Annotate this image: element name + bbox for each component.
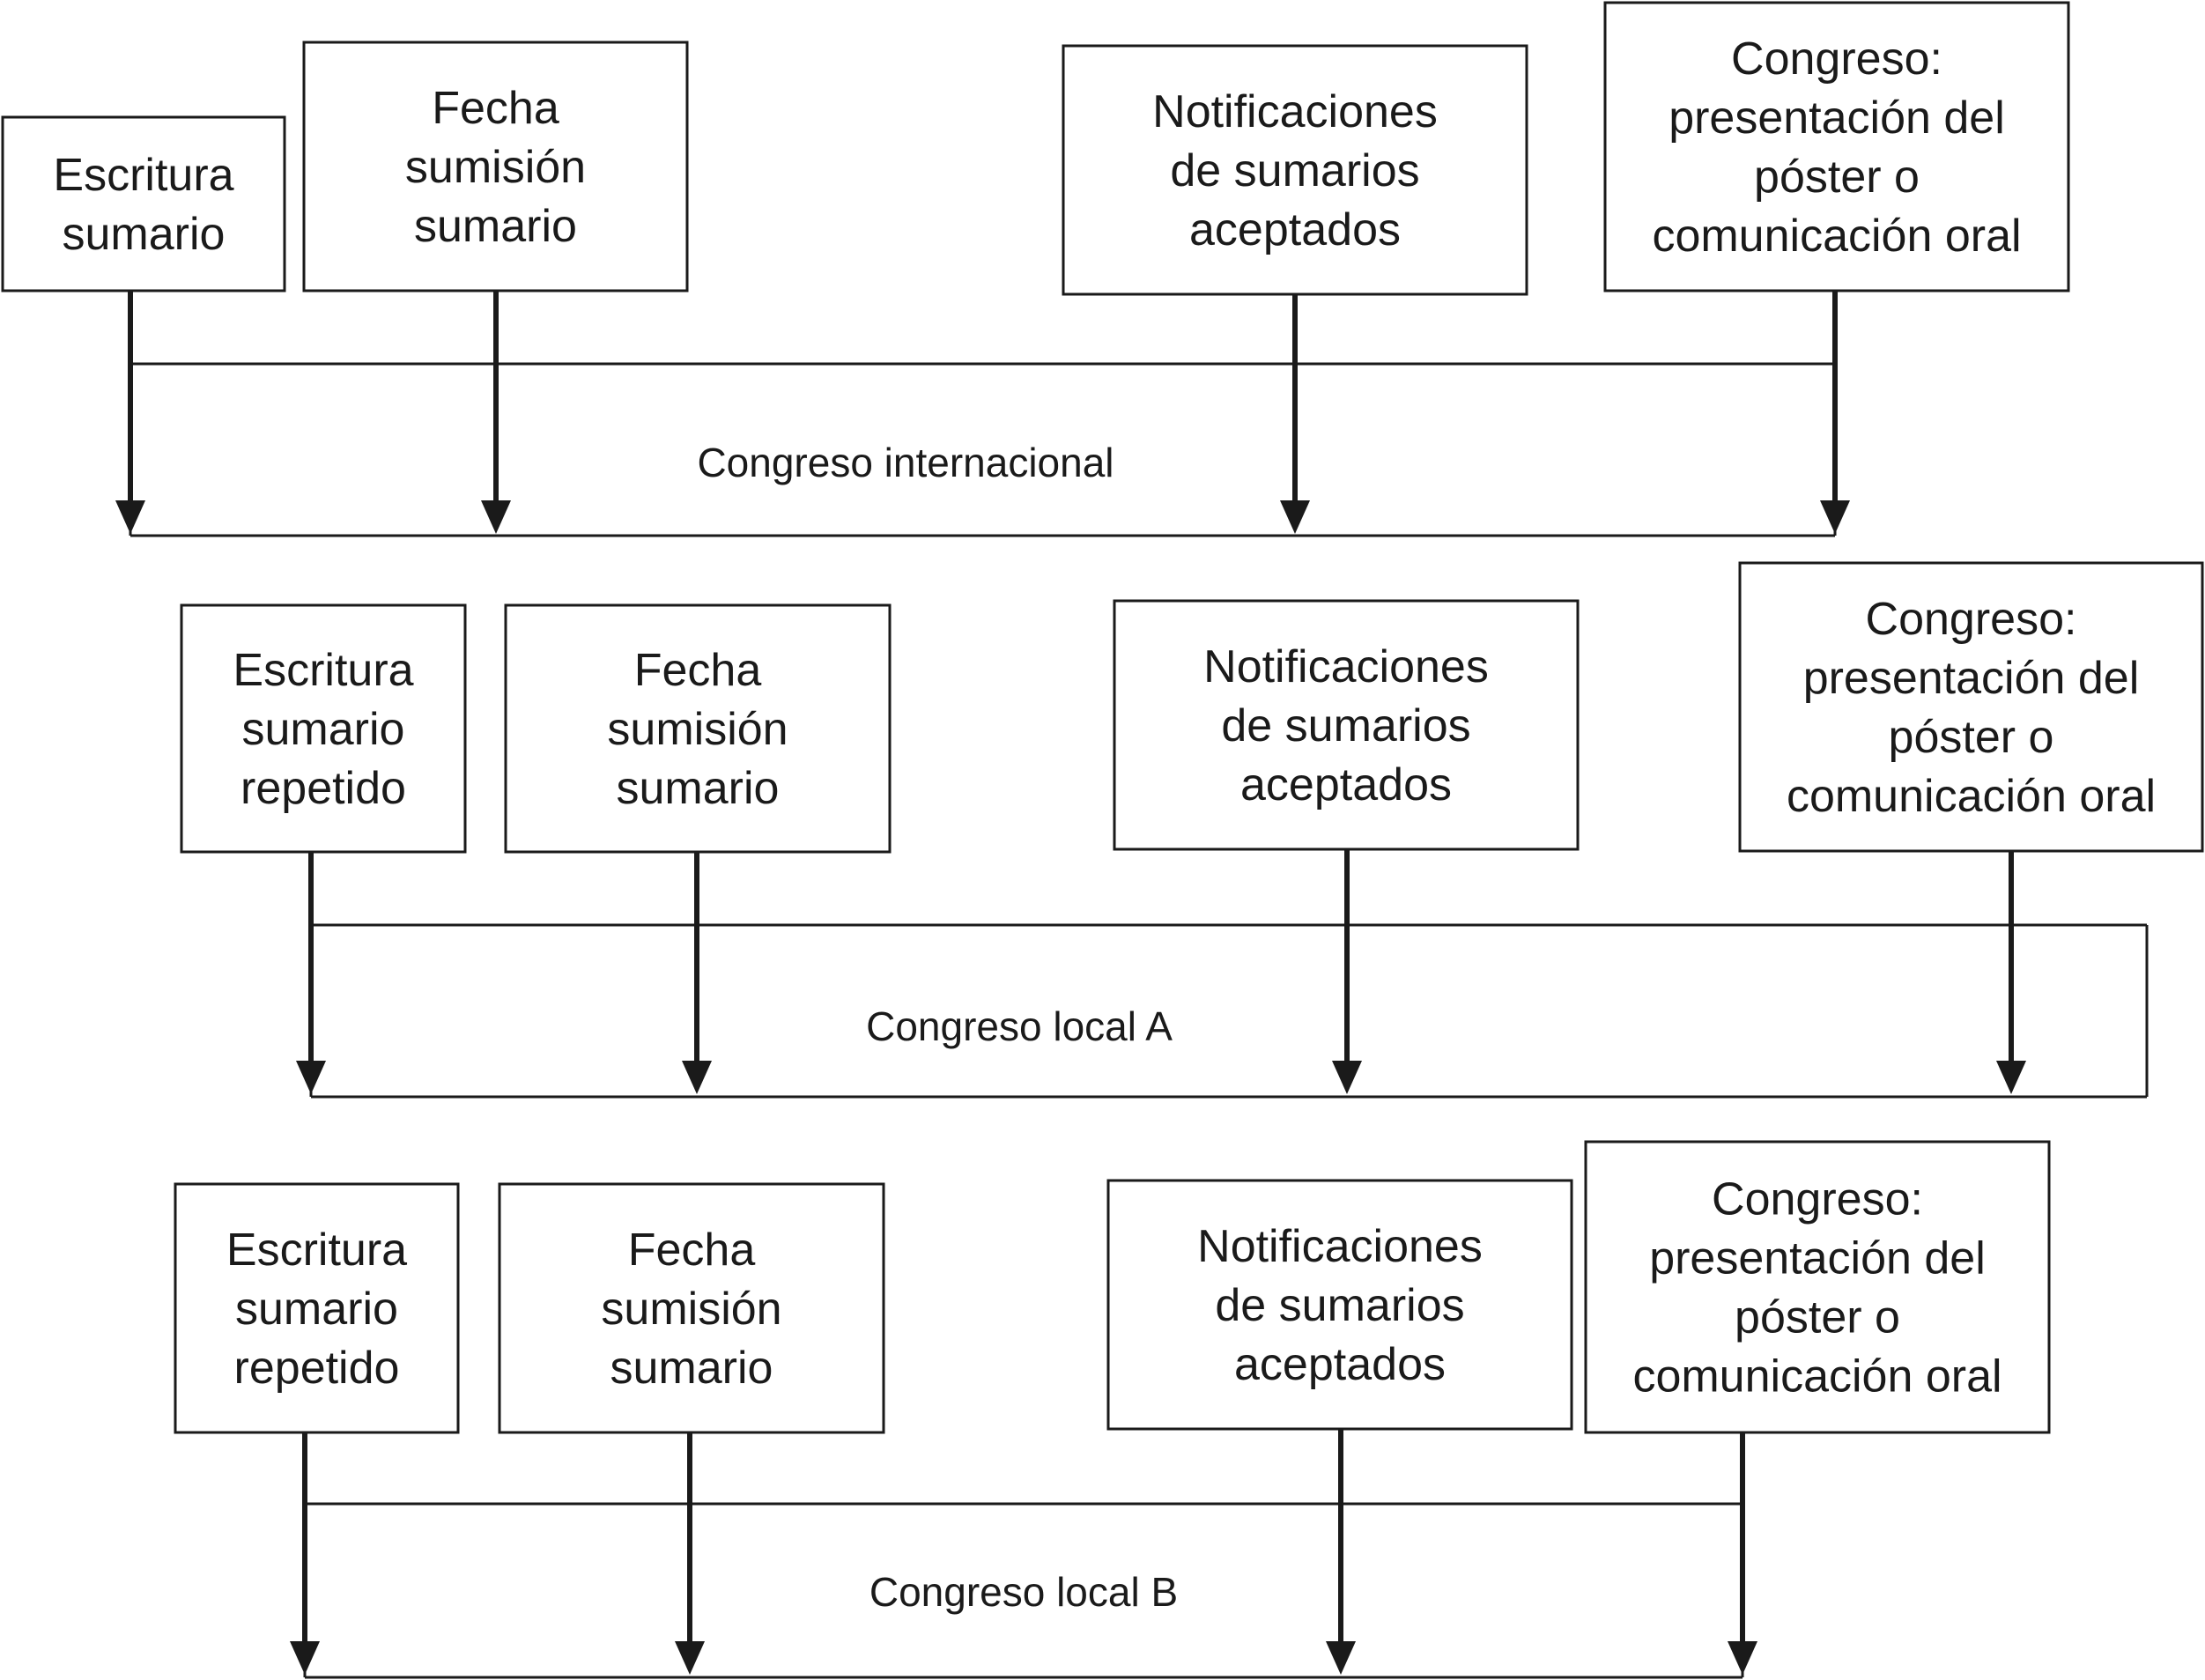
- section-3-step-4-line-4: comunicación oral: [1632, 1351, 2002, 1402]
- section-2-step-1-line-3: repetido: [240, 763, 406, 814]
- section-2-arrow-4-head: [1996, 1061, 2026, 1094]
- section-1-step-4-line-3: póster o: [1754, 152, 1920, 203]
- section-2-step-3-line-2: de sumarios: [1221, 700, 1470, 751]
- section-1-arrow-1-head: [115, 500, 145, 534]
- section-1-step-4-line-2: presentación del: [1669, 93, 2005, 144]
- section-2-arrow-3-head: [1332, 1061, 1362, 1094]
- section-2-step-4-line-3: póster o: [1889, 712, 2054, 763]
- section-3-step-3-line-3: aceptados: [1234, 1339, 1446, 1390]
- section-1-arrow-2-head: [481, 500, 511, 534]
- section-2-step-2-line-3: sumario: [617, 763, 780, 814]
- section-1-step-4-box: [1603, 1, 2070, 292]
- section-3-label: Congreso local B: [869, 1569, 1178, 1615]
- section-1-arrow-4-head: [1820, 500, 1850, 534]
- section-2-step-3-line-1: Notificaciones: [1203, 641, 1489, 692]
- section-3-arrow-4-head: [1728, 1641, 1757, 1675]
- section-2-step-1-box: [180, 603, 467, 854]
- section-1-step-3-line-1: Notificaciones: [1152, 86, 1438, 137]
- section-2-step-4-line-2: presentación del: [1803, 653, 2140, 704]
- section-1-step-4-line-4: comunicación oral: [1652, 211, 2021, 262]
- section-3-step-4-box: [1584, 1140, 2051, 1434]
- section-1-label: Congreso internacional: [697, 440, 1114, 485]
- section-3-step-2-line-2: sumisión: [601, 1284, 781, 1335]
- section-3-step-4-line-3: póster o: [1735, 1292, 1900, 1343]
- section-3-step-4-line-1: Congreso:: [1712, 1174, 1923, 1225]
- section-3-step-3-box: [1106, 1179, 1573, 1431]
- section-3-step-4-line-2: presentación del: [1649, 1233, 1986, 1284]
- section-1-step-1-line-1: Escritura: [53, 150, 233, 201]
- section-1-step-2-line-1: Fecha: [432, 83, 559, 134]
- section-3-step-1-box: [174, 1182, 460, 1434]
- section-2-step-4-box: [1738, 561, 2204, 853]
- section-3-arrow-1-head: [290, 1641, 320, 1675]
- section-3-step-3-line-2: de sumarios: [1215, 1280, 1464, 1331]
- section-1-step-3-line-2: de sumarios: [1170, 145, 1419, 196]
- section-1-step-3-box: [1062, 44, 1528, 296]
- section-3-step-2-box: [498, 1182, 885, 1434]
- section-2-step-2-line-2: sumisión: [607, 704, 788, 755]
- section-2-arrow-2-head: [682, 1061, 712, 1094]
- section-3-step-2-line-1: Fecha: [628, 1225, 756, 1276]
- section-3-arrow-3-head: [1326, 1641, 1356, 1675]
- section-1-step-2-line-3: sumario: [414, 201, 577, 252]
- section-1-step-1-line-2: sumario: [63, 209, 226, 260]
- section-3-step-1-line-1: Escritura: [226, 1225, 407, 1276]
- section-2-step-4-line-1: Congreso:: [1866, 594, 2077, 645]
- section-2-step-3-line-3: aceptados: [1240, 759, 1452, 810]
- section-3-step-1-line-2: sumario: [235, 1284, 398, 1335]
- section-1-step-4-line-1: Congreso:: [1731, 33, 1942, 85]
- section-1-arrow-3-head: [1280, 500, 1310, 534]
- section-3-step-2-line-3: sumario: [610, 1343, 773, 1394]
- section-1-step-2-line-2: sumisión: [405, 142, 586, 193]
- section-2-step-2-box: [504, 603, 892, 854]
- section-2-label: Congreso local A: [866, 1003, 1173, 1049]
- section-3-step-3-line-1: Notificaciones: [1197, 1221, 1483, 1272]
- section-2-step-2-line-1: Fecha: [634, 645, 762, 696]
- section-2-step-1-line-1: Escritura: [233, 645, 413, 696]
- section-1-step-3-line-3: aceptados: [1189, 204, 1401, 255]
- section-2-step-1-line-2: sumario: [242, 704, 405, 755]
- section-3-arrow-2-head: [675, 1641, 705, 1675]
- section-2-arrow-1-head: [296, 1061, 326, 1094]
- section-1-step-1-box: [1, 115, 286, 292]
- section-1-step-2-box: [302, 41, 689, 292]
- section-3-step-1-line-3: repetido: [234, 1343, 400, 1394]
- section-2-step-4-line-4: comunicación oral: [1787, 771, 2156, 822]
